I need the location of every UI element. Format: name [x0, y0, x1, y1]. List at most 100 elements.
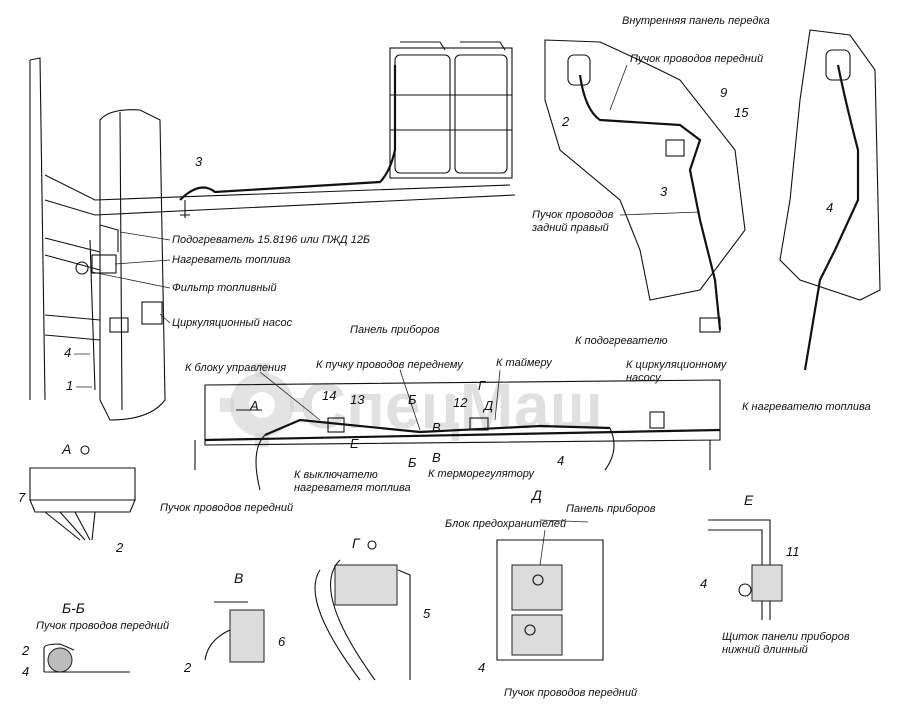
fuse-screw-2: [524, 624, 536, 636]
label-heater: Подогреватель 15.8196 или ПЖД 12Б: [172, 234, 370, 246]
marker-b-top: Б: [408, 392, 417, 407]
connector-14: [327, 417, 345, 433]
marker-v-bot: В: [432, 450, 441, 465]
battery-left-icon: [394, 54, 451, 174]
label-fuel-filter: Фильтр топливный: [172, 282, 277, 294]
num-6: 6: [278, 634, 286, 649]
inner-panel-view-2: 4 К нагревателю топлива: [742, 29, 881, 413]
num-4-e: 4: [700, 576, 707, 591]
control-box-icon: [109, 317, 129, 333]
marker-g: Г: [478, 378, 486, 393]
harness-4-right: [803, 64, 860, 371]
label-fuel-heater: Нагреватель топлива: [172, 254, 290, 266]
marker-d: Д: [482, 398, 493, 413]
view-v-title: В: [234, 570, 243, 586]
bb-clamp: [43, 643, 130, 673]
harness-drops: [255, 427, 615, 491]
fuse-block-upper: [511, 564, 563, 611]
num-4-left: 4: [64, 345, 71, 360]
num-12: 12: [453, 395, 468, 410]
heater-unit-icon: [91, 254, 117, 274]
cab-pillar: [29, 57, 46, 401]
num-4-bb: 4: [22, 664, 29, 679]
harness-3-main: [179, 65, 397, 201]
fuse-block-lower: [511, 614, 563, 656]
view-v-wire: [204, 601, 248, 661]
view-e-connector: [738, 583, 752, 597]
connector-heater: [699, 317, 721, 333]
view-a-block: [29, 467, 136, 501]
num-5: 5: [423, 606, 431, 621]
label-inner-panel: Внутренняя панель передка: [622, 15, 770, 27]
view-v: В 2 6: [183, 570, 286, 675]
instr-panel-outline: [204, 379, 721, 446]
view-v-connector: [229, 609, 265, 663]
grommet-left: [567, 54, 591, 86]
num-1: 1: [66, 378, 73, 393]
leader-rear-right: [619, 211, 701, 216]
label-to-front-bundle: К пучку проводов переднему: [316, 359, 464, 371]
view-g: Г 5: [314, 535, 431, 681]
view-g-pipes: [314, 559, 376, 681]
panel-outline-right: [779, 29, 881, 301]
battery-caps: [400, 41, 506, 51]
view-a: А 7 2: [18, 441, 136, 555]
pipe-4: [89, 239, 96, 391]
view-bb: Б-Б Пучок проводов передний 2 4: [21, 600, 169, 679]
num-4-mid: 4: [557, 453, 564, 468]
num-2-v: 2: [183, 660, 192, 675]
panel-outline-left: [544, 39, 746, 301]
leader-front-top: [609, 64, 628, 111]
label-instr-panel-d: Панель приборов: [566, 503, 656, 515]
battery-boxes: [389, 41, 513, 179]
label-to-heater: К подогревателю: [575, 335, 668, 347]
connector-12: [469, 417, 489, 431]
view-g-device: [334, 564, 398, 606]
frame-rails: [44, 237, 101, 341]
view-a-circle-icon: [80, 445, 90, 455]
label-fuse-block: Блок предохранителей: [445, 518, 566, 530]
num-15: 15: [734, 105, 749, 120]
circ-pump-icon: [141, 301, 163, 325]
num-14: 14: [322, 388, 336, 403]
marker-e: Е: [350, 436, 359, 451]
frame-top: [44, 174, 511, 201]
gear-icon: [220, 363, 304, 447]
marker-a: А: [249, 398, 259, 413]
view-g-circle-icon: [367, 540, 377, 550]
panel-edge: [204, 428, 721, 442]
inner-panel-view: Внутренняя панель передка Пучок проводов…: [531, 15, 770, 384]
num-13: 13: [350, 392, 365, 407]
view-g-title: Г: [352, 535, 361, 551]
label-to-timer: К таймеру: [496, 357, 553, 369]
num-2-bb: 2: [21, 643, 30, 658]
fuel-heater-icon: [75, 261, 89, 275]
bracket-right: [649, 411, 665, 429]
num-2-a: 2: [115, 540, 124, 555]
cab-body: [99, 109, 166, 421]
num-4-right: 4: [826, 200, 833, 215]
view-g-bracket: [397, 569, 411, 680]
label-to-control-unit: К блоку управления: [185, 362, 286, 374]
fuse-screw-1: [532, 574, 544, 586]
num-9: 9: [720, 85, 727, 100]
view-a-title: А: [61, 441, 71, 457]
label-front-bundle-mid: Пучок проводов передний: [160, 502, 293, 514]
battery-box: [389, 47, 513, 179]
bundle-cross-section: [47, 647, 73, 673]
label-to-thermoregulator: К терморегулятору: [428, 468, 535, 480]
frame-bottom: [44, 194, 516, 216]
view-a-block-base: [29, 499, 136, 513]
instrument-panel-view: Панель приборов К блоку управления К пуч…: [160, 324, 721, 514]
harness-right-left: [578, 74, 722, 331]
label-front-bundle-d: Пучок проводов передний: [504, 687, 637, 699]
num-3-right: 3: [660, 184, 668, 199]
marker-b-bot: Б: [408, 455, 417, 470]
label-instr-panel: Панель приборов: [350, 324, 440, 336]
label-front-bundle-bb: Пучок проводов передний: [36, 620, 169, 632]
harness-clip: [180, 200, 190, 218]
